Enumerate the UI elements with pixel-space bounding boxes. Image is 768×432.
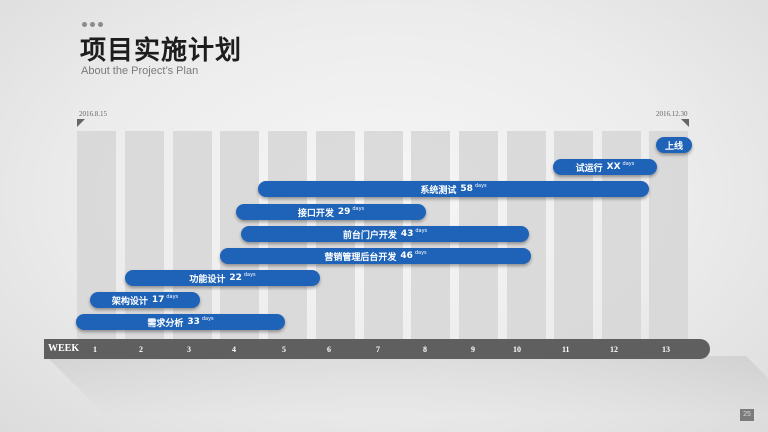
task-label: 上线 [664,141,683,152]
task-bar-interface-dev[interactable]: 接口开发 29 days [236,204,426,220]
week-tick: 6 [327,345,331,354]
week-tick: 8 [423,345,427,354]
task-label: 接口开发 [297,208,334,219]
task-bar-portal-dev[interactable]: 前台门户开发 43 days [241,226,529,242]
week-column [77,131,116,341]
task-label: 架构设计 [111,296,148,307]
task-bar-architecture-design[interactable]: 架构设计 17 days [90,292,200,308]
task-bar-requirements-analysis[interactable]: 需求分析 33 days [76,314,285,330]
task-duration: XX [606,162,621,172]
task-label: 试运行 [575,163,603,174]
start-date: 2016.8.15 [79,110,107,118]
task-label: 营销管理后台开发 [324,252,397,263]
page-title: 项目实施计划 [80,36,243,66]
task-duration: 17 [151,295,165,305]
task-label: 功能设计 [189,274,226,285]
task-bar-backend-dev[interactable]: 营销管理后台开发 46 days [220,248,531,264]
task-unit: days [166,294,179,300]
task-bar-function-design[interactable]: 功能设计 22 days [125,270,320,286]
decorative-dots [82,22,103,27]
task-duration: 33 [187,317,200,327]
week-tick: 13 [662,345,670,354]
end-date: 2016.12.30 [656,110,688,118]
end-marker-icon [681,119,689,127]
task-bar-system-test[interactable]: 系统测试 58 days [258,181,649,197]
page-subtitle: About the Project’s Plan [81,65,199,77]
week-tick: 9 [471,345,475,354]
task-label: 前台门户开发 [342,230,397,241]
task-bar-trial-run[interactable]: 试运行 XX days [553,159,657,175]
week-tick: 11 [562,345,570,354]
task-duration: 43 [400,229,414,239]
week-column [125,131,164,341]
task-duration: 29 [337,207,351,217]
week-tick: 10 [513,345,521,354]
timeline-shadow [46,356,768,416]
week-tick: 4 [232,345,236,354]
week-tick: 1 [93,345,97,354]
task-unit: days [474,183,487,189]
week-timeline [44,339,710,359]
task-duration: 46 [400,251,413,261]
week-tick: 7 [376,345,380,354]
week-column [173,131,212,341]
task-duration: 22 [229,273,242,283]
week-tick: 12 [610,345,618,354]
task-unit: days [243,272,256,278]
start-marker-icon [77,119,85,127]
task-label: 系统测试 [420,185,457,196]
task-unit: days [414,250,427,256]
week-tick: 3 [187,345,191,354]
week-tick: 5 [282,345,286,354]
task-label: 需求分析 [147,318,184,329]
task-bar-go-live[interactable]: 上线 [656,137,692,153]
task-unit: days [201,316,214,322]
week-tick: 2 [139,345,143,354]
task-unit: days [622,161,635,167]
task-unit: days [352,206,365,212]
task-duration: 58 [460,184,473,194]
week-axis-label: WEEK [48,343,80,354]
task-unit: days [415,228,428,234]
page-number: 25 [740,409,754,421]
